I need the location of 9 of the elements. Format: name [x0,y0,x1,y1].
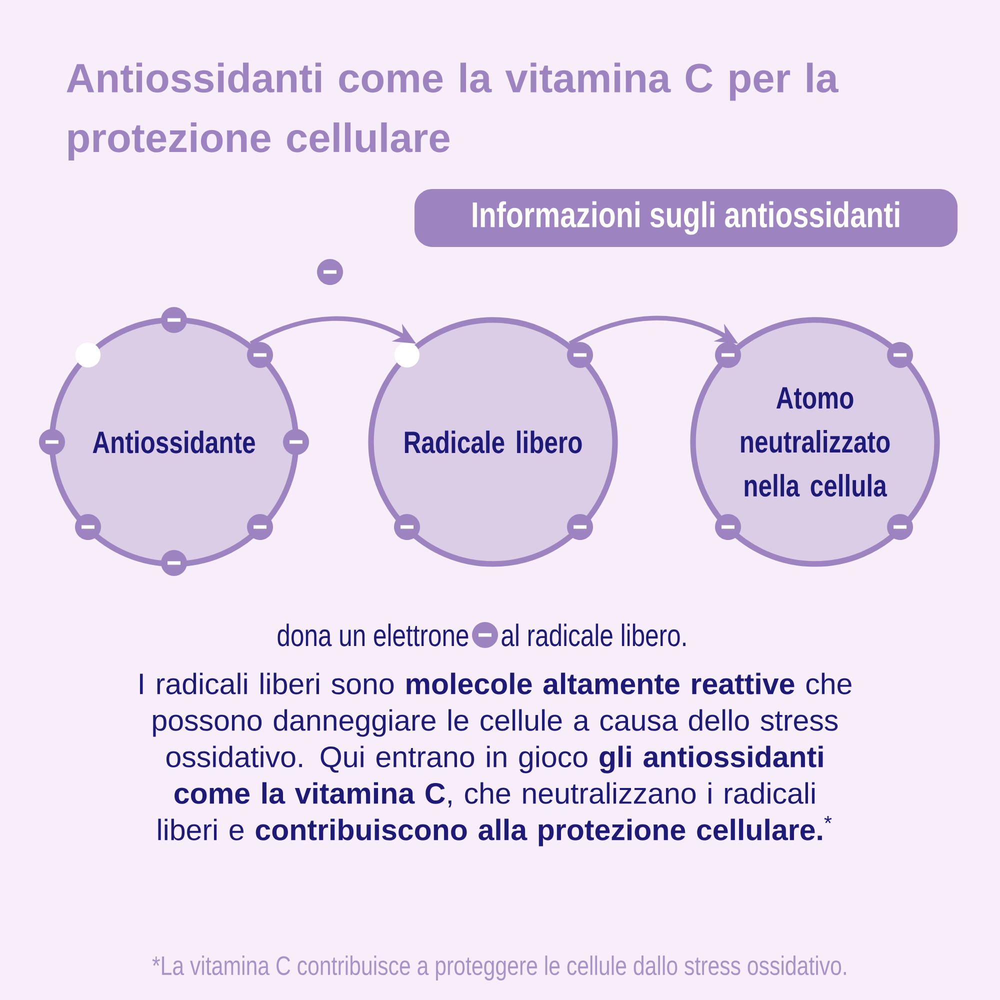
circle-node: Antiossidante [49,317,299,567]
circle-node: Atomo neutralizzato nella cellula [690,317,940,567]
title: Antiossidanti come la vitamina C per la protezione cellulare [66,62,838,160]
footnote: *La vitamina C contribuisce a proteggere le cellule dallo stress ossidativo. [152,956,846,980]
body-paragraph: I radicali liberi sono molecole altamente reattive che possono danneggiare le cellule a causa dello stress ossidativo. Qui entrano in gioco gli antiossidanti come la vitamina C, che neutralizzano i radicali liberi e contribuiscono alla protezione cellulare.$^{*}$ [140,672,852,846]
banner: Informazioni sugli antiossidanti [414,188,958,247]
circle-node: Radicale libero [368,317,618,567]
caption-text: dona un elettrone [278,624,468,646]
caption-text: al radicale libero. [502,624,686,646]
